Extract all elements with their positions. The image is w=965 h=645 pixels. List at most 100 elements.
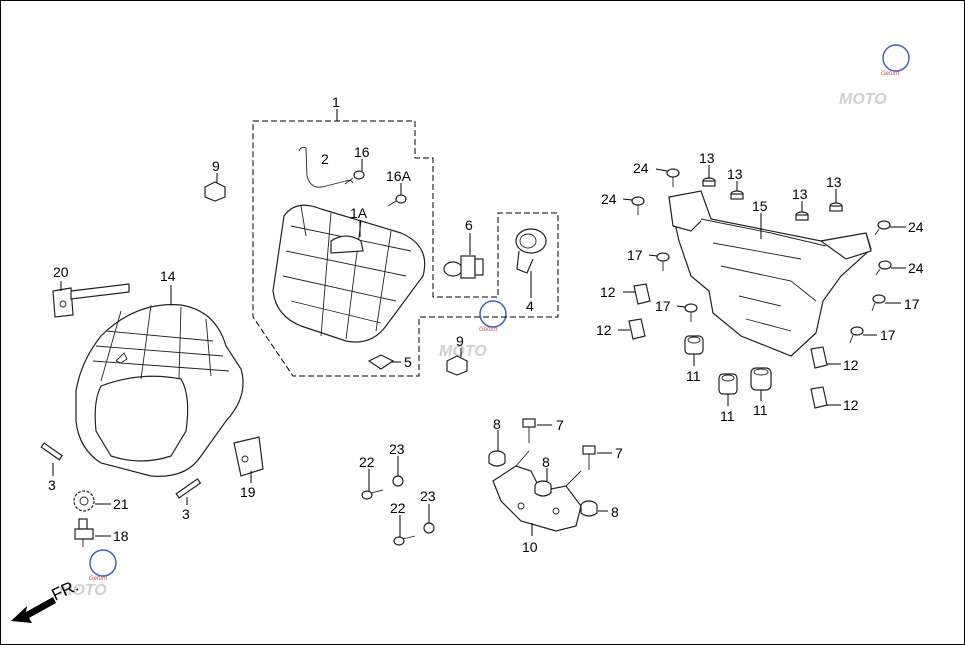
label-3-right: 3 [182, 506, 190, 522]
part-7-bolt-icon [582, 445, 596, 470]
watermark-ring-icon [479, 300, 507, 328]
label-12-d: 12 [843, 397, 859, 413]
label-12-b: 12 [596, 322, 612, 338]
label-13-a: 13 [699, 150, 715, 166]
part-6-bulb-icon [443, 255, 484, 279]
part-3-grommet-icon [40, 442, 63, 461]
watermark-top-right: MOTO Geturn [839, 44, 910, 108]
label-13-d: 13 [826, 174, 842, 190]
label-8-right: 8 [611, 504, 619, 520]
label-11-b: 11 [720, 408, 735, 424]
part-12-clip-icon [810, 346, 828, 369]
part-13-nut-icon [829, 202, 843, 212]
part-11-grommet-icon [684, 335, 704, 355]
part-7-bolt-icon [522, 418, 536, 443]
label-24-right-lower: 24 [908, 260, 924, 276]
label-17-c: 17 [904, 296, 920, 312]
part-8-grommet-icon [580, 500, 598, 517]
part-22-screw-icon [393, 535, 416, 546]
part-24-screw-icon [631, 196, 645, 215]
watermark-brand: MOTO [59, 582, 107, 599]
part-16-screw-icon [344, 170, 365, 185]
label-19: 19 [240, 484, 256, 500]
label-13-b: 13 [727, 166, 743, 182]
watermark-bottom-left: MOTO Geturn [59, 549, 117, 599]
label-23-upper: 23 [389, 441, 405, 457]
part-24-screw-icon [666, 168, 680, 187]
part-13-nut-icon [795, 211, 809, 221]
part-8-grommet-icon [488, 450, 506, 467]
label-21: 21 [113, 496, 129, 512]
label-7-left: 7 [556, 417, 564, 433]
part-23-washer-icon [392, 475, 404, 487]
part-24-screw-icon [874, 220, 891, 236]
label-24-right-upper: 24 [908, 219, 924, 235]
part-23-washer-icon [423, 522, 435, 534]
part-11-grommet-icon [750, 367, 772, 391]
label-9-center: 9 [456, 333, 464, 349]
part-13-nut-icon [702, 177, 716, 187]
part-19-plate-icon [233, 436, 264, 477]
part-20-bracket-icon [52, 283, 130, 318]
watermark-sub: Geturn [881, 71, 900, 77]
label-20: 20 [53, 264, 69, 280]
label-17-d: 17 [880, 327, 896, 343]
label-16a: 16A [386, 168, 412, 184]
part-15-headlight-bracket [668, 190, 872, 357]
assembly-1-boundary [252, 120, 559, 377]
label-12-c: 12 [843, 357, 859, 373]
part-21-washer-icon [73, 490, 95, 512]
part-4-socket-icon [515, 228, 547, 274]
part-12-clip-icon [633, 283, 651, 305]
label-22-upper: 22 [359, 454, 375, 470]
label-17-b: 17 [655, 298, 671, 314]
label-12-a: 12 [600, 284, 616, 300]
watermark-ring-icon [882, 44, 910, 72]
front-direction-arrow-icon [11, 597, 56, 623]
label-17-a: 17 [627, 247, 643, 263]
watermark-center: MOTO Geturn [439, 300, 507, 360]
label-4: 4 [526, 298, 534, 314]
part-1a-headlight-unit [272, 204, 426, 343]
part-17-screw-icon [871, 294, 886, 312]
label-1a: 1A [350, 205, 368, 221]
label-18: 18 [113, 528, 129, 544]
part-17-screw-icon [684, 303, 698, 322]
part-10-bracket [492, 450, 582, 532]
label-2: 2 [321, 151, 329, 167]
label-9-top: 9 [212, 158, 220, 174]
label-1: 1 [332, 94, 340, 110]
watermark-sub: Geturn [89, 576, 108, 582]
part-11-grommet-icon [718, 373, 738, 395]
watermark-sub: Geturn [479, 327, 498, 333]
label-24-top: 24 [633, 160, 649, 176]
label-5: 5 [404, 354, 412, 370]
part-14-headlight-cowl [75, 303, 244, 477]
label-15: 15 [752, 198, 768, 214]
part-22-screw-icon [361, 489, 384, 500]
part-13-nut-icon [730, 190, 744, 200]
label-7-right: 7 [615, 445, 623, 461]
leader-17-a [648, 254, 658, 257]
watermark-ring-icon [89, 549, 117, 577]
part-12-clip-icon [810, 386, 828, 409]
part-9-nut-icon [204, 181, 226, 202]
label-24-mid: 24 [601, 191, 617, 207]
label-8-center: 8 [542, 454, 550, 470]
part-24-screw-icon [875, 260, 892, 276]
part-8-grommet-icon [534, 480, 552, 497]
label-11-a: 11 [686, 368, 701, 384]
label-6: 6 [465, 217, 473, 233]
label-11-c: 11 [753, 402, 768, 418]
leader-24-top [655, 168, 668, 172]
watermark-brand: MOTO [439, 343, 487, 360]
label-22-lower: 22 [390, 500, 406, 516]
part-17-screw-icon [656, 252, 670, 271]
label-3-left: 3 [48, 477, 56, 493]
part-17-screw-icon [849, 326, 864, 344]
part-5-clip-icon [367, 354, 395, 370]
part-3-grommet-icon [175, 478, 202, 499]
label-8-left: 8 [493, 416, 501, 432]
